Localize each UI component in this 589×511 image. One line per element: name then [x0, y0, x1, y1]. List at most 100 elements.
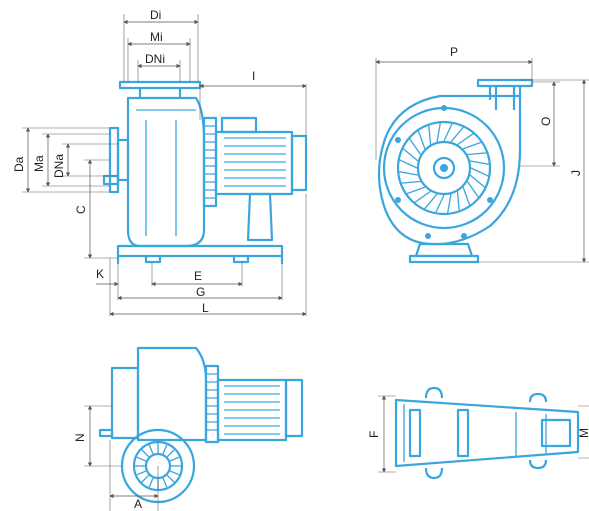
- dim-J: J: [478, 79, 589, 263]
- label-F: F: [367, 431, 381, 438]
- label-P: P: [450, 45, 458, 59]
- impeller-blade: [399, 159, 418, 169]
- impeller-blade: [409, 138, 422, 155]
- terminal-box: [220, 116, 258, 134]
- label-Mi: Mi: [150, 30, 163, 44]
- impeller-blade: [417, 130, 426, 150]
- dim-O: O: [520, 81, 560, 167]
- label-I: I: [252, 69, 255, 83]
- ring-tooth: [166, 474, 175, 483]
- top-drain: [98, 428, 114, 438]
- impeller-blade: [424, 193, 438, 210]
- impeller-blade: [450, 126, 464, 143]
- top-outlet-flange: [110, 366, 140, 440]
- label-Di: Di: [150, 8, 161, 22]
- inlet-flange-top: [118, 80, 202, 90]
- base-plan-outline: [394, 398, 580, 468]
- impeller-blade: [466, 181, 479, 198]
- impeller-blade: [406, 186, 426, 195]
- slot-3: [540, 418, 572, 448]
- motor-support: [246, 192, 274, 242]
- volute-outline: [377, 94, 522, 246]
- ring-tooth: [141, 474, 150, 483]
- label-K: K: [96, 267, 104, 281]
- impeller-blade: [462, 141, 482, 150]
- slot-2: [456, 408, 470, 458]
- impeller-blade: [457, 133, 474, 146]
- impeller-blade: [469, 174, 486, 188]
- outlet-flange-top: [476, 78, 534, 88]
- top-motor: [216, 378, 304, 442]
- label-E: E: [194, 269, 202, 283]
- flange-bolts: [395, 105, 493, 239]
- label-Da: Da: [12, 156, 26, 172]
- dim-A: A: [109, 440, 159, 511]
- ring-tooth: [169, 470, 180, 476]
- label-O: O: [539, 117, 553, 126]
- impeller-blade: [401, 180, 421, 184]
- dim-I: I: [199, 69, 307, 136]
- dim-outlet: Da Ma DNa: [12, 127, 118, 193]
- ring-tooth: [148, 477, 154, 488]
- impeller-blade: [436, 123, 441, 143]
- slot-1: [408, 408, 422, 458]
- inlet-neck: [138, 88, 182, 98]
- impeller-blade: [428, 125, 432, 145]
- front-view: P O J: [375, 45, 589, 264]
- ring-tooth: [136, 470, 147, 476]
- impeller-blade: [447, 193, 452, 213]
- impeller-blade: [467, 152, 487, 156]
- impeller-blade: [435, 194, 445, 213]
- dim-inlet: Di Mi DNi: [123, 8, 199, 82]
- base-feet: [116, 256, 284, 264]
- outlet-neck-front: [488, 86, 522, 110]
- front-base-plate: [408, 254, 480, 264]
- impeller-blade: [469, 160, 489, 165]
- label-DNi: DNi: [145, 52, 165, 66]
- base-plan-view: F M: [367, 386, 589, 480]
- impeller-blade: [470, 167, 489, 177]
- top-casing: [136, 346, 208, 442]
- impeller-blade: [462, 186, 471, 206]
- ring-tooth: [162, 444, 168, 455]
- top-view: N A: [73, 346, 304, 511]
- dim-base: K E G L: [96, 194, 307, 317]
- ring-tooth: [162, 477, 168, 488]
- label-M: M: [577, 428, 589, 438]
- front-base: [414, 242, 474, 258]
- impeller: [382, 106, 506, 230]
- ring-tooth: [148, 444, 154, 455]
- top-coupling: [204, 364, 220, 444]
- label-DNa: DNa: [52, 154, 66, 178]
- ring-tooth: [166, 449, 175, 458]
- dim-M: M: [577, 405, 589, 459]
- label-Ma: Ma: [32, 155, 46, 172]
- ring-tooth: [169, 456, 180, 462]
- label-J: J: [569, 170, 583, 176]
- impeller-blade: [399, 171, 419, 176]
- dim-C: C: [74, 159, 118, 259]
- volute-casing: [126, 96, 206, 248]
- label-A: A: [134, 497, 142, 511]
- coupling-ribs: [202, 116, 218, 208]
- ring-tooth: [141, 449, 150, 458]
- casing-inner-lines: [136, 109, 196, 236]
- impeller-blade: [443, 123, 453, 142]
- impeller-blade: [414, 190, 431, 203]
- ring-tooth: [136, 456, 147, 462]
- outlet-neck: [116, 138, 130, 182]
- base-frame: [116, 244, 284, 258]
- side-view: Di Mi DNi I Da Ma DNa C: [12, 8, 308, 317]
- dim-N: N: [73, 405, 122, 467]
- label-N: N: [73, 433, 87, 442]
- motor: [214, 116, 308, 196]
- impeller-blade: [402, 148, 419, 162]
- label-L: L: [202, 301, 209, 315]
- base-plan-lines: [403, 404, 547, 462]
- outlet-flange-left: [108, 126, 120, 194]
- dim-F: F: [367, 395, 396, 473]
- impeller-blade: [456, 191, 460, 211]
- label-G: G: [196, 285, 205, 299]
